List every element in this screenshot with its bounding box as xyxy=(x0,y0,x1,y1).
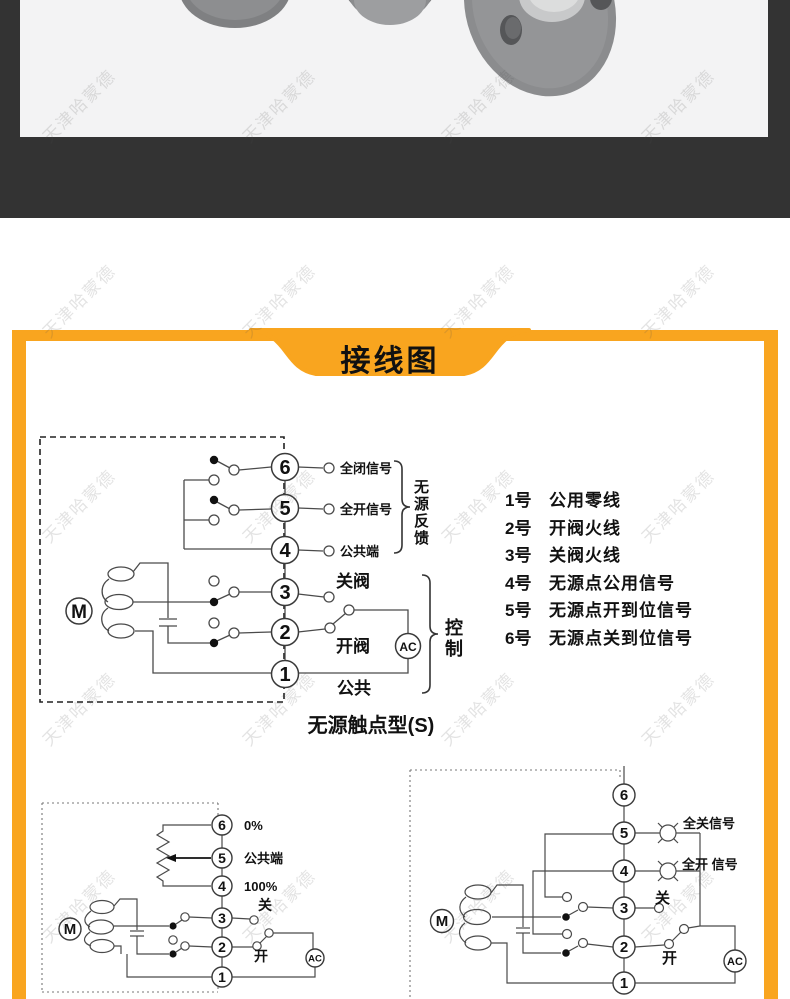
label-close-valve: 关阀 xyxy=(336,571,370,591)
terminal-6: 6 xyxy=(279,457,290,479)
valve-actuator-photo xyxy=(181,0,617,97)
bottom-left-diagram: 6 5 4 3 2 1 M AC 0% 公共端 100% 关 开 xyxy=(41,802,325,993)
watermark: 天津哈蒙德 xyxy=(638,669,719,750)
signal-lamps xyxy=(657,822,679,882)
motor-symbol: M xyxy=(71,602,87,623)
terminal-legend: 1号公用零线 2号开阀火线 3号关阀火线 4号无源点公用信号 5号无源点开到位信… xyxy=(505,485,693,650)
terminal-circles xyxy=(65,452,422,689)
panel-title: 接线图 xyxy=(340,345,440,378)
bl-label-common: 公共端 xyxy=(244,851,283,866)
br-terminal-5: 5 xyxy=(620,825,628,842)
bl-label-open: 开 xyxy=(254,948,268,964)
terminal-1: 1 xyxy=(279,664,290,686)
brace-label-passive-feedback: 无源反馈 xyxy=(412,479,429,547)
diagram-caption: 无源触点型(S) xyxy=(307,715,435,737)
legend-row: 5号无源点开到位信号 xyxy=(505,601,693,621)
br-ac-symbol: AC xyxy=(727,956,743,968)
br-terminal-6: 6 xyxy=(620,787,628,804)
product-photo xyxy=(20,0,768,137)
terminal-5: 5 xyxy=(279,498,290,520)
label-full-open-signal: 全开信号 xyxy=(339,502,392,517)
terminal-2: 2 xyxy=(279,622,290,644)
panel-border-right xyxy=(764,330,778,999)
bl-terminal-5: 5 xyxy=(218,850,226,866)
main-wiring-diagram: 6 5 4 3 2 1 M AC 全闭信号 全开信号 公共端 关阀 开阀 公共 xyxy=(39,436,439,703)
bl-terminal-1: 1 xyxy=(218,969,226,985)
legend-row: 1号公用零线 xyxy=(505,491,621,511)
br-label-close: 关 xyxy=(655,889,670,907)
label-open-valve: 开阀 xyxy=(336,636,370,656)
bl-label-100pct: 100% xyxy=(244,879,278,894)
legend-row: 4号无源点公用信号 xyxy=(505,573,675,593)
hero-dark-band xyxy=(0,0,790,218)
bl-ac-symbol: AC xyxy=(308,954,322,965)
bl-terminal-3: 3 xyxy=(218,910,226,926)
br-terminal-2: 2 xyxy=(620,939,628,956)
terminal-4: 4 xyxy=(279,540,291,562)
bl-terminal-4: 4 xyxy=(218,878,226,894)
br-terminal-3: 3 xyxy=(620,900,628,917)
legend-row: 2号开阀火线 xyxy=(505,518,621,538)
label-full-close-signal: 全闭信号 xyxy=(339,461,392,476)
brace-label-control: 控制 xyxy=(443,618,463,660)
ac-symbol: AC xyxy=(399,640,417,654)
bl-label-0pct: 0% xyxy=(244,818,263,833)
label-common-terminal: 公共端 xyxy=(340,544,379,559)
label-common: 公共 xyxy=(337,679,371,698)
br-terminal-1: 1 xyxy=(620,975,628,992)
br-terminal-4: 4 xyxy=(620,863,629,880)
br-motor-symbol: M xyxy=(436,913,449,930)
title-banner xyxy=(249,328,531,376)
bl-label-close: 关 xyxy=(258,897,272,913)
bl-motor-symbol: M xyxy=(64,921,77,938)
br-label-full-open-signal: 全开 信号 xyxy=(681,857,738,872)
bl-terminal-2: 2 xyxy=(218,939,226,955)
legend-row: 6号无源点关到位信号 xyxy=(505,628,693,648)
br-label-full-close-signal: 全关信号 xyxy=(682,816,735,831)
bl-terminal-6: 6 xyxy=(218,817,226,833)
terminal-3: 3 xyxy=(279,582,290,604)
legend-row: 3号关阀火线 xyxy=(505,546,621,566)
br-label-open: 开 xyxy=(662,950,677,967)
panel-border-left xyxy=(12,330,26,999)
bottom-right-diagram: 6 5 4 3 2 1 M AC 全关信号 全开 信号 关 开 xyxy=(409,766,747,999)
